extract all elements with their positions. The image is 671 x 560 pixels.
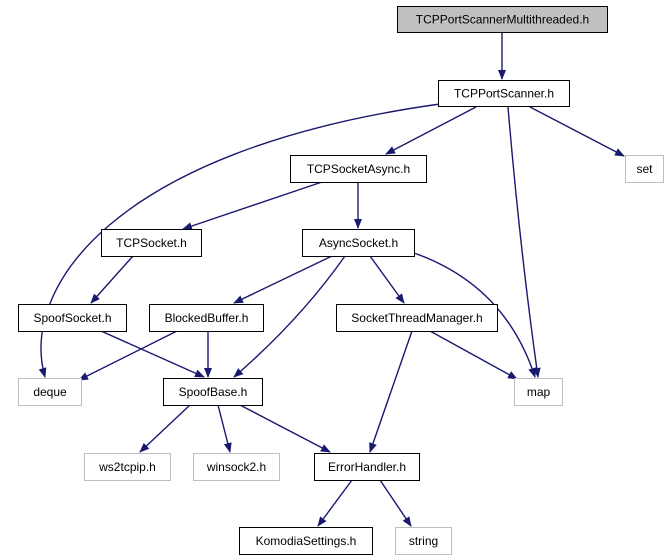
node-box [149, 304, 264, 332]
edge-async-socket-to-socket-thread-manager [369, 255, 405, 304]
node-label: TCPPortScannerMultithreaded.h [416, 13, 589, 27]
node-box [290, 155, 427, 183]
node-string: string [395, 527, 452, 555]
node-label: winsock2.h [206, 460, 266, 474]
node-label: SpoofSocket.h [33, 311, 111, 325]
node-label: SocketThreadManager.h [351, 311, 482, 325]
node-set: set [625, 155, 664, 183]
edge-tcp-port-scanner-to-map [507, 106, 541, 378]
node-label: map [527, 385, 551, 399]
node-box [625, 155, 664, 183]
node-socket-thread-manager[interactable]: SocketThreadManager.h [336, 304, 498, 332]
node-box [302, 229, 415, 257]
node-box [514, 378, 563, 406]
node-box [314, 453, 420, 481]
edge-spoof-base-to-winsock2 [217, 404, 232, 453]
node-box [18, 378, 82, 406]
edge-socket-thread-manager-to-map [429, 330, 518, 380]
node-async-socket[interactable]: AsyncSocket.h [302, 229, 415, 257]
node-komodia-settings[interactable]: KomodiaSettings.h [239, 527, 373, 555]
edge-tcp-port-scanner-to-set [529, 106, 625, 157]
edge-async-socket-to-spoof-base [233, 255, 346, 378]
node-label: SpoofBase.h [179, 385, 248, 399]
node-tcp-socket-async[interactable]: TCPSocketAsync.h [290, 155, 427, 183]
node-label: ws2tcpip.h [98, 460, 156, 474]
node-layer: TCPPortScannerMultithreaded.hTCPPortScan… [18, 6, 664, 555]
node-tcp-port-scanner-mt[interactable]: TCPPortScannerMultithreaded.h [397, 6, 608, 33]
edge-tcp-socket-async-to-tcp-socket [182, 181, 323, 230]
node-label: TCPSocketAsync.h [307, 162, 410, 176]
node-label: ErrorHandler.h [328, 460, 406, 474]
edge-tcp-port-scanner-to-deque [38, 103, 441, 378]
node-box [84, 453, 171, 481]
edge-tcp-socket-to-spoof-socket [90, 255, 134, 304]
node-box [239, 527, 373, 555]
node-box [438, 80, 570, 107]
node-deque: deque [18, 378, 82, 406]
node-map: map [514, 378, 563, 406]
node-tcp-socket[interactable]: TCPSocket.h [101, 229, 202, 257]
node-box [163, 378, 263, 406]
node-label: string [409, 534, 438, 548]
node-tcp-port-scanner[interactable]: TCPPortScanner.h [438, 80, 570, 107]
node-box [193, 453, 280, 481]
node-box [101, 229, 202, 257]
edge-spoof-base-to-error-handler [239, 404, 331, 453]
node-box [397, 6, 608, 33]
edge-async-socket-to-map [413, 252, 537, 378]
edge-error-handler-to-komodia-settings [317, 479, 353, 527]
node-label: KomodiaSettings.h [256, 534, 357, 548]
node-box [336, 304, 498, 332]
node-error-handler[interactable]: ErrorHandler.h [314, 453, 420, 481]
edge-async-socket-to-blocked-buffer [233, 255, 333, 304]
edge-layer [38, 33, 625, 527]
edge-blocked-buffer-to-deque [78, 330, 178, 381]
node-label: AsyncSocket.h [319, 236, 398, 250]
node-label: TCPSocket.h [116, 236, 187, 250]
node-box [395, 527, 452, 555]
node-spoof-socket[interactable]: SpoofSocket.h [18, 304, 127, 332]
edge-spoof-socket-to-spoof-base [100, 330, 205, 378]
edge-socket-thread-manager-to-error-handler [369, 330, 413, 453]
node-box [18, 304, 127, 332]
node-label: set [636, 162, 653, 176]
node-label: TCPPortScanner.h [454, 87, 554, 101]
node-ws2tcpip: ws2tcpip.h [84, 453, 171, 481]
edge-error-handler-to-string [379, 479, 412, 527]
edge-tcp-port-scanner-to-tcp-socket-async [385, 106, 477, 155]
node-spoof-base[interactable]: SpoofBase.h [163, 378, 263, 406]
edge-spoof-base-to-ws2tcpip [139, 404, 191, 453]
node-blocked-buffer[interactable]: BlockedBuffer.h [149, 304, 264, 332]
node-label: BlockedBuffer.h [165, 311, 249, 325]
node-label: deque [33, 385, 67, 399]
node-winsock2: winsock2.h [193, 453, 280, 481]
